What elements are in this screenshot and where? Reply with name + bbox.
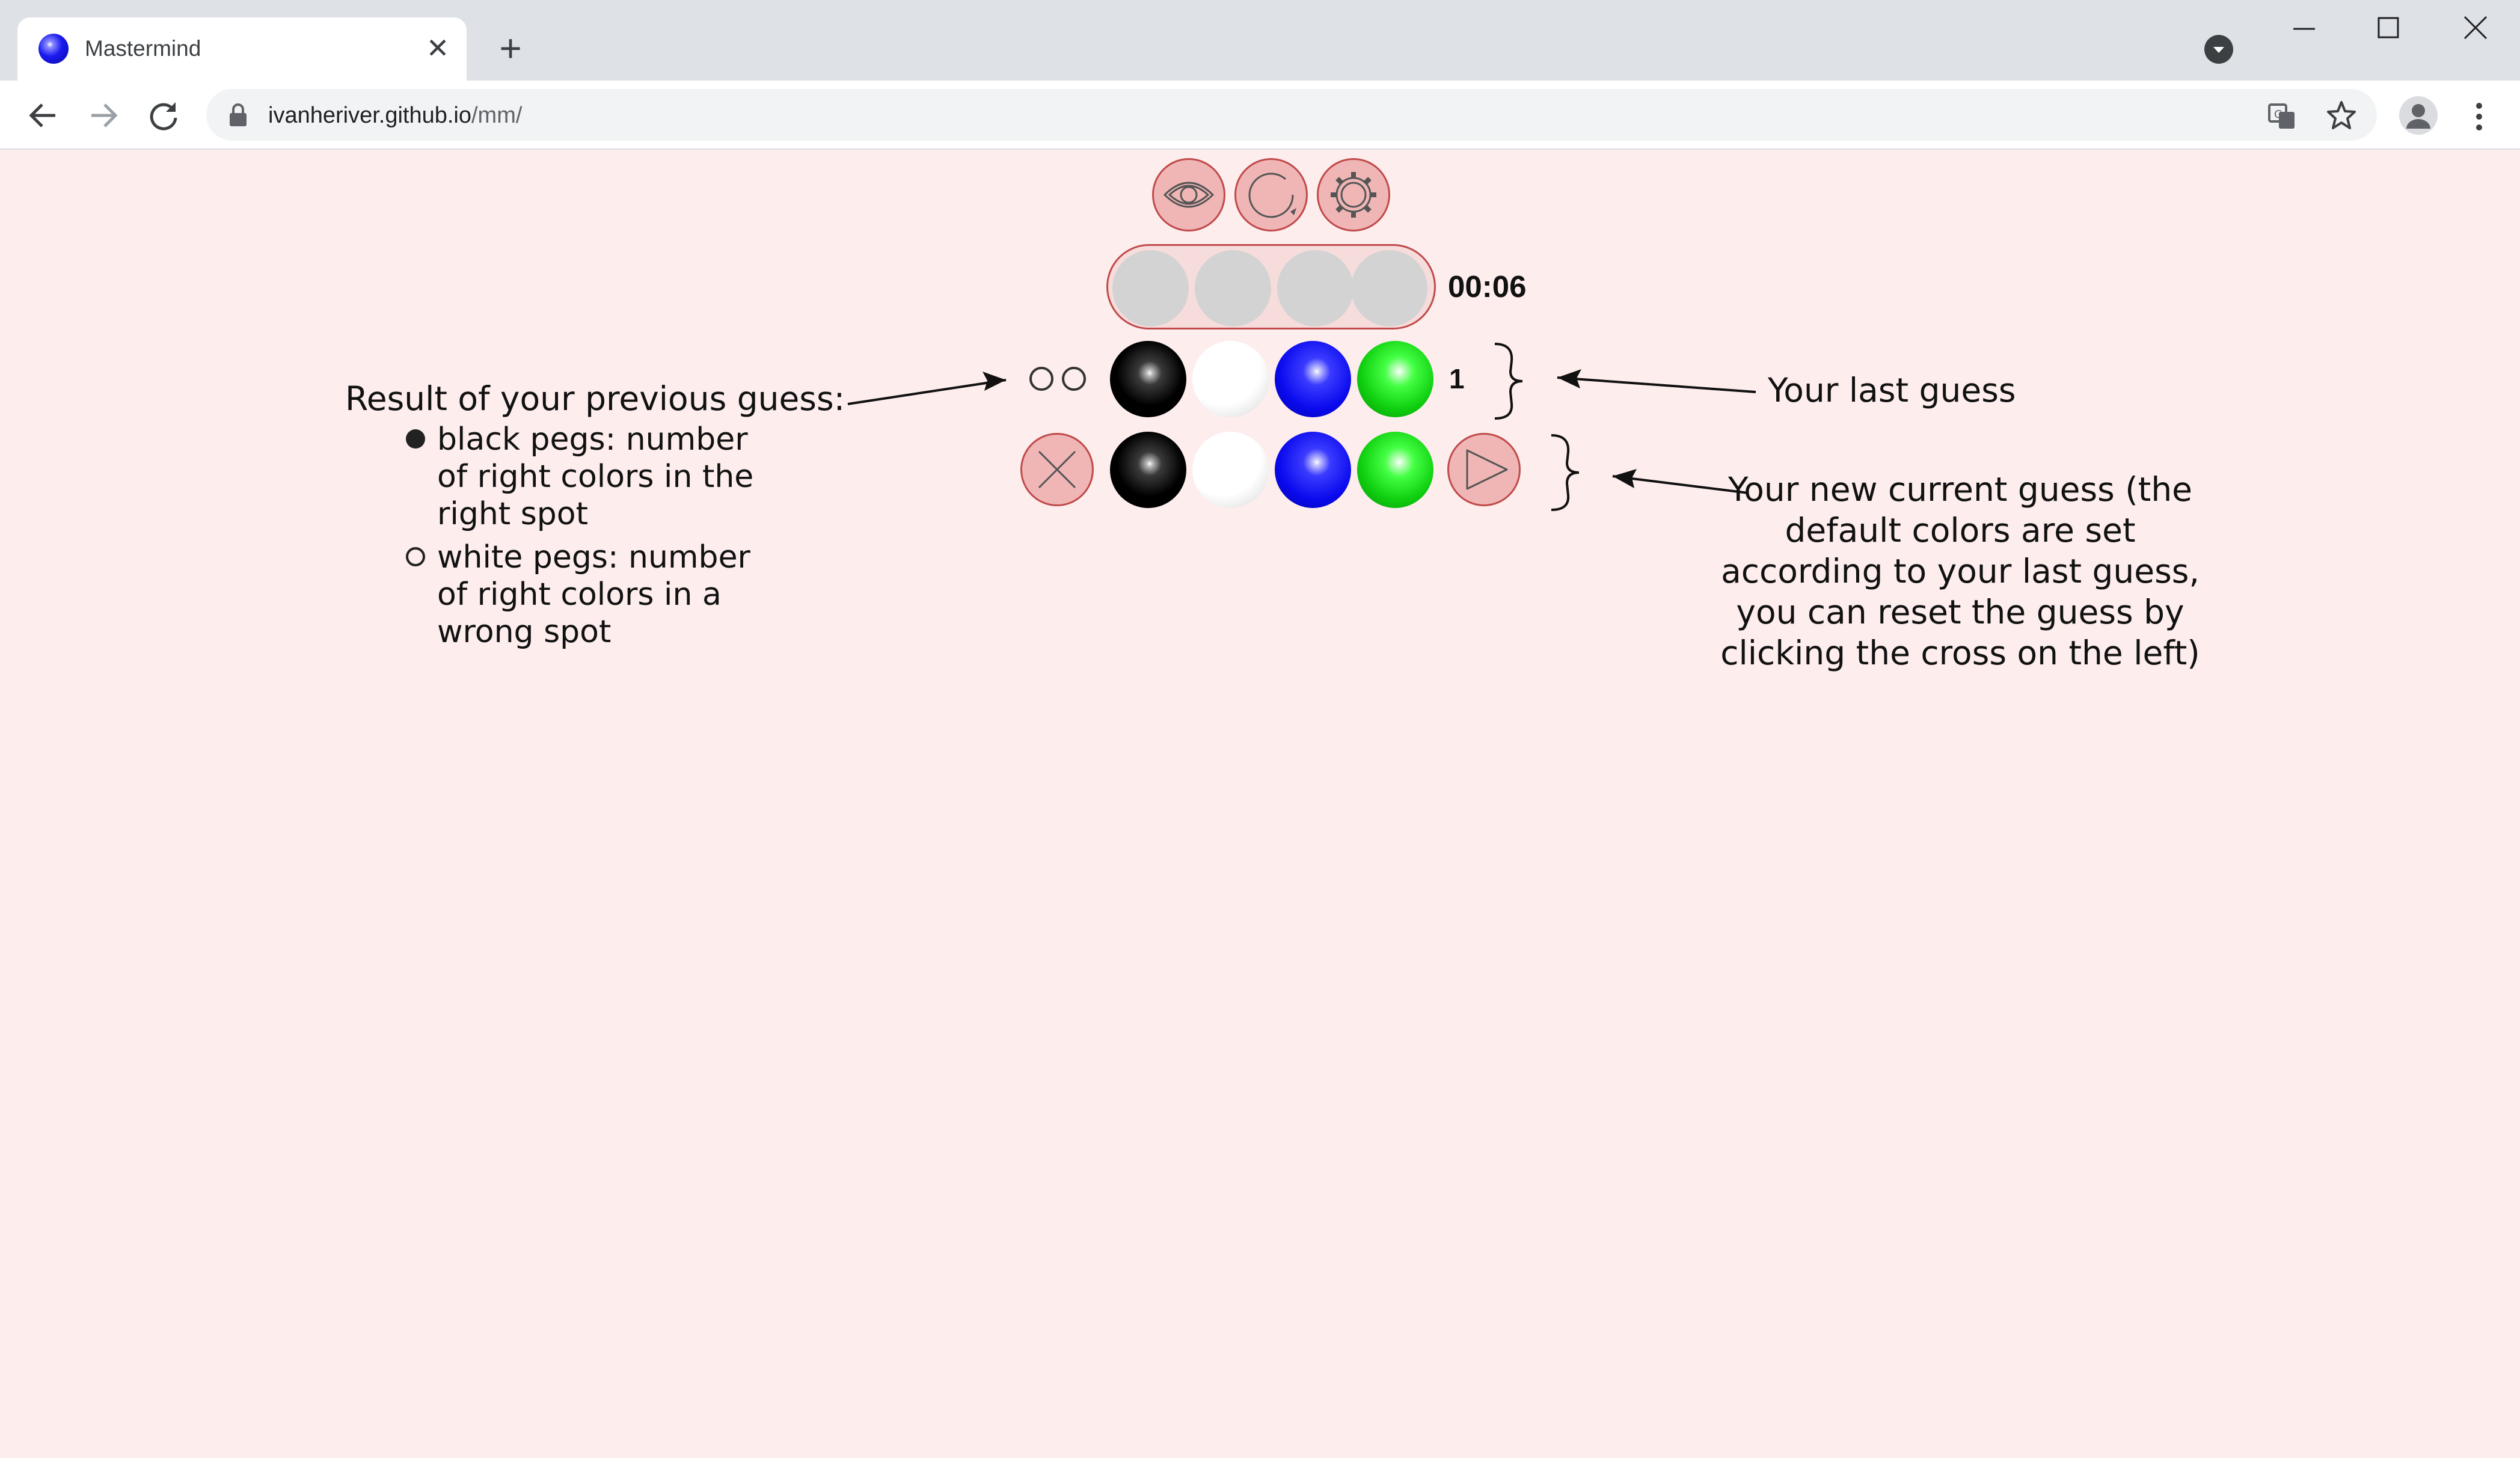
current-guess-peg-green[interactable] [1357, 432, 1433, 508]
back-arrow-icon[interactable] [24, 96, 63, 135]
play-icon [1466, 449, 1508, 490]
white-pegs-explanation: white pegs: number of right colors in a … [437, 539, 750, 650]
restart-icon [1248, 173, 1296, 218]
last-guess-annotation: Your last guess [1768, 371, 2016, 409]
toolbar-divider [0, 149, 2520, 150]
reset-guess-button[interactable] [1020, 433, 1094, 506]
black-pegs-explanation: black pegs: number of right colors in th… [437, 421, 754, 532]
favicon-icon [38, 34, 69, 64]
tab-close-icon[interactable]: ✕ [426, 32, 450, 64]
last-guess-brace [1494, 343, 1523, 420]
timer: 00:06 [1448, 269, 1527, 304]
reload-icon[interactable] [144, 96, 183, 135]
menu-dots-icon[interactable] [2464, 100, 2494, 133]
white-peg-bullet-icon [406, 547, 425, 566]
hidden-peg [1195, 250, 1271, 326]
reveal-button[interactable] [1152, 158, 1225, 231]
url-path: /mm/ [471, 103, 523, 128]
settings-button[interactable] [1317, 158, 1390, 231]
last-guess-peg-blue [1275, 341, 1351, 417]
url-text[interactable]: ivanheriver.github.io/mm/ [268, 100, 522, 131]
result-arrow [847, 379, 1007, 405]
current-guess-peg-black[interactable] [1110, 432, 1186, 508]
last-guess-peg-green [1357, 341, 1433, 417]
black-peg-bullet-icon [406, 429, 425, 449]
close-icon [1038, 450, 1076, 489]
restart-button[interactable] [1234, 158, 1308, 231]
new-guess-brace [1551, 434, 1580, 511]
current-guess-peg-blue[interactable] [1275, 432, 1351, 508]
white-hint-peg [1029, 367, 1053, 391]
hidden-peg [1112, 250, 1189, 326]
white-hint-peg [1062, 367, 1086, 391]
tab-search-icon[interactable] [2204, 35, 2233, 64]
gear-icon [1331, 172, 1376, 218]
new-tab-icon[interactable]: + [499, 26, 522, 70]
profile-avatar-icon[interactable] [2399, 96, 2438, 135]
bookmark-star-icon[interactable] [2325, 99, 2358, 132]
new-guess-annotation: Your new current guess (the default colo… [1720, 470, 2200, 672]
current-guess-peg-white[interactable] [1192, 432, 1269, 508]
guess-number: 1 [1449, 363, 1465, 394]
last-guess-arrow [1557, 376, 1756, 393]
last-guess-peg-white [1192, 341, 1269, 417]
window-close-icon[interactable] [2456, 11, 2495, 44]
url-host: ivanheriver.github.io [268, 103, 471, 128]
result-annotation-title: Result of your previous guess: [345, 379, 845, 418]
last-guess-peg-black [1110, 341, 1186, 417]
minimize-icon[interactable] [2285, 20, 2323, 37]
new-guess-arrow [1612, 475, 1749, 494]
svg-text:G: G [2274, 108, 2282, 121]
hidden-peg [1351, 250, 1427, 326]
lock-icon[interactable] [227, 102, 249, 127]
tab-title: Mastermind [85, 36, 201, 61]
translate-icon[interactable]: G [2267, 101, 2297, 131]
submit-guess-button[interactable] [1447, 433, 1521, 506]
hidden-peg [1277, 250, 1354, 326]
address-bar[interactable] [206, 89, 2377, 141]
maximize-icon[interactable] [2369, 12, 2408, 46]
browser-tab[interactable] [17, 17, 467, 81]
forward-arrow-icon[interactable] [84, 96, 123, 135]
eye-icon [1163, 182, 1215, 208]
secret-code [1106, 244, 1436, 329]
